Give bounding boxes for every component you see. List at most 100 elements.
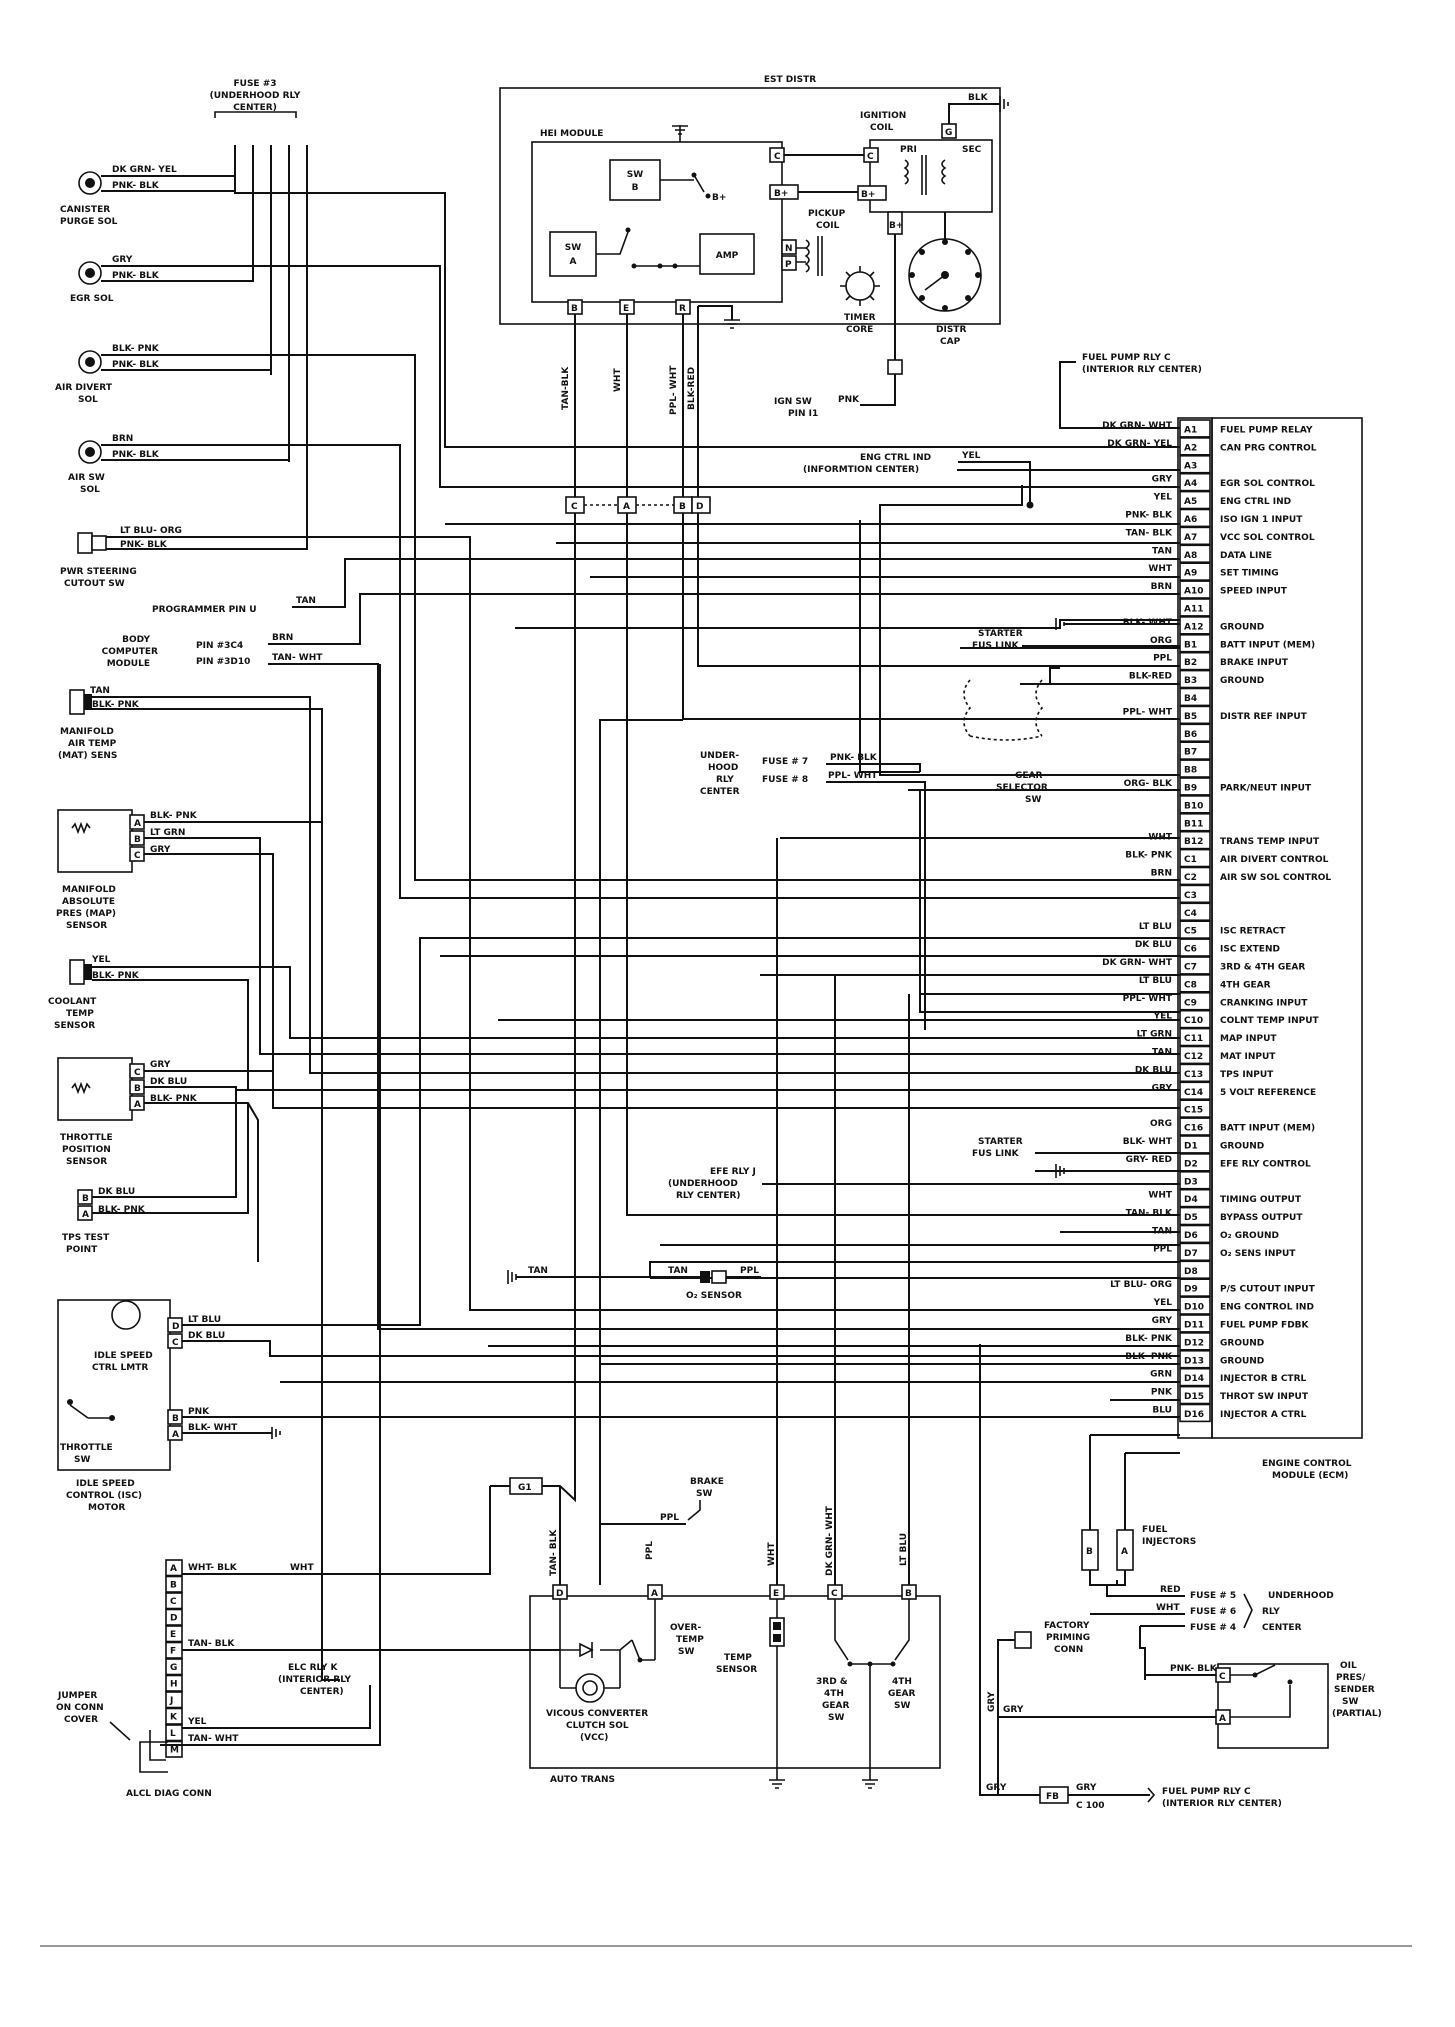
ecm-wire-label: PPL- WHT xyxy=(1123,994,1173,1004)
hei-pin-r: R xyxy=(679,304,686,314)
ecm-pin-id: B12 xyxy=(1184,837,1203,847)
sw-a-label2: A xyxy=(570,257,577,267)
inj-pin-a: A xyxy=(1121,1547,1128,1557)
oil-pin-c: C xyxy=(1219,1672,1226,1682)
underhood-label2: HOOD xyxy=(708,763,738,773)
ecm-pin-box xyxy=(1179,902,1211,921)
egr-sol: GRY PNK- BLK EGR SOL xyxy=(70,255,1180,488)
ecm-function-label: ISO IGN 1 INPUT xyxy=(1220,515,1303,525)
hei-pin-c: C xyxy=(774,152,781,162)
ecm-pin-box xyxy=(1179,1027,1211,1047)
ecm-pin-id: D15 xyxy=(1184,1392,1204,1402)
ecm-wire-label: BLK- WHT xyxy=(1123,618,1173,628)
ecm-wire-label: PPL xyxy=(1153,1244,1172,1254)
air-sw-label2: SOL xyxy=(80,485,100,495)
ecm-pin-id: A1 xyxy=(1184,425,1197,435)
ecm-wire-label: PNK- BLK xyxy=(1125,510,1173,520)
alcl-pin-id: L xyxy=(170,1729,176,1739)
fb-label: FB xyxy=(1046,1792,1059,1802)
ecm-function-label: CRANKING INPUT xyxy=(1220,998,1308,1008)
trans-pin-b: B xyxy=(905,1589,912,1599)
bcm-label1: BODY xyxy=(122,635,150,645)
coolant-temp-sensor: YEL BLK- PNK COOLANT TEMP SENSOR xyxy=(48,955,1180,1090)
hei-module-label: HEI MODULE xyxy=(540,129,603,139)
coolant-label2: TEMP xyxy=(66,1009,94,1019)
ecm-wire-label: GRY xyxy=(1152,1083,1173,1093)
ecm-wire-label: BLU xyxy=(1152,1405,1172,1415)
ecm-function-label: ENG CTRL IND xyxy=(1220,497,1291,507)
ecm-pin-id: A10 xyxy=(1184,587,1204,597)
canister-label2: PURGE SOL xyxy=(60,217,118,227)
ecm-pin-id: C9 xyxy=(1184,998,1197,1008)
ecm-pin-id: C5 xyxy=(1184,927,1197,937)
vcc-label3: (VCC) xyxy=(580,1733,608,1743)
ppl-wht-vlabel: PPL- WHT xyxy=(669,365,679,415)
ecm-pin-id: B1 xyxy=(1184,640,1197,650)
underhood-label1: UNDER- xyxy=(700,751,739,761)
alcl-pin-id: H xyxy=(170,1680,178,1690)
fuse5-label: FUSE # 5 xyxy=(1190,1591,1236,1601)
ecm-function-label: INJECTOR B CTRL xyxy=(1220,1374,1307,1384)
ecm-pin-id: C4 xyxy=(1184,909,1197,919)
alcl-pin-box xyxy=(165,1658,183,1676)
starter-fus-link-1: STARTER FUS LINK xyxy=(963,618,1180,741)
ecm-pin-id: C16 xyxy=(1184,1124,1203,1134)
ecm-wire-label: YEL xyxy=(1153,1298,1173,1308)
trans-pin-e: E xyxy=(773,1589,779,1599)
ecm-wire-label: LT GRN xyxy=(1137,1030,1172,1040)
ecm-wire-label: BRN xyxy=(1151,868,1172,878)
gear-sel-label2: SELECTOR xyxy=(996,783,1048,793)
isc-pin-c: C xyxy=(172,1338,179,1348)
pwr-steering-label1: PWR STEERING xyxy=(60,567,137,577)
ign-sw-label1: IGN SW xyxy=(774,397,812,407)
jumper-label3: COVER xyxy=(64,1715,98,1725)
o2-tan-label2: TAN xyxy=(668,1266,688,1276)
throttle-sw-wire2: BLK- WHT xyxy=(188,1423,238,1433)
distr-cap-label1: DISTR xyxy=(936,325,966,335)
map-label3: PRES (MAP) xyxy=(56,909,116,919)
map-label2: ABSOLUTE xyxy=(62,897,115,907)
ecm-wire-label: YEL xyxy=(1153,493,1173,503)
ecm-wire-label: BLK- WHT xyxy=(1123,1137,1173,1147)
oil-label2: PRES/ xyxy=(1336,1673,1366,1683)
ecm-pin-box xyxy=(1179,544,1211,563)
mid-conn-b: B xyxy=(679,502,686,512)
ecm-pin-box xyxy=(1179,1350,1211,1369)
map-wire1: BLK- PNK xyxy=(150,811,198,821)
fuse3-line3: CENTER) xyxy=(233,103,277,113)
ecm-pin-id: C8 xyxy=(1184,980,1197,990)
tps-test-point: B A DK BLU BLK- PNK TPS TEST POINT xyxy=(62,1090,249,1255)
eng-ctrl-ind-label1: ENG CTRL IND xyxy=(860,453,931,463)
ecm-pin-box xyxy=(1179,848,1211,868)
ecm-wire-label: TAN xyxy=(1152,546,1172,556)
ecm-pin-box xyxy=(1179,938,1211,957)
underhood-label3: RLY xyxy=(716,775,734,785)
hei-pin-b: B xyxy=(571,304,578,314)
hei-pin-e: E xyxy=(623,304,629,314)
ecm-pin-box xyxy=(1179,526,1211,546)
ecm-pin-id: B7 xyxy=(1184,748,1197,758)
uh-rly-label2: RLY xyxy=(1262,1607,1280,1617)
ecm-pin-id: C3 xyxy=(1184,891,1197,901)
ecm-function-label: BATT INPUT (MEM) xyxy=(1220,640,1315,650)
ign-coil-label2: COIL xyxy=(870,123,894,133)
alcl-wire-f: TAN- BLK xyxy=(188,1639,235,1649)
ecm-pin-box xyxy=(1179,562,1211,581)
alcl-label: ALCL DIAG CONN xyxy=(126,1789,212,1799)
air-divert-label1: AIR DIVERT xyxy=(55,383,113,393)
ecm-pin-id: D11 xyxy=(1184,1320,1204,1330)
ecm-pin-box xyxy=(1179,1153,1211,1172)
ecm-wire-label: BLK- PNK xyxy=(1125,851,1173,861)
ecm-pin-box xyxy=(1179,991,1211,1011)
isc-motor: D C LT BLU DK BLU IDLE SPEED CTRL LMTR B… xyxy=(57,937,1180,1513)
ecm-pin-id: C6 xyxy=(1184,945,1197,955)
ecm-pin-box xyxy=(1179,508,1211,528)
tps-test-wire1: DK BLU xyxy=(98,1187,135,1197)
alcl-pin-id: A xyxy=(170,1564,177,1574)
vcc-label2: CLUTCH SOL xyxy=(566,1721,629,1731)
alcl-wire-a2: WHT xyxy=(290,1563,314,1573)
ecm-pin-id: B4 xyxy=(1184,694,1197,704)
ecm-pin-box xyxy=(1179,830,1211,850)
ecm-pin-box xyxy=(1179,437,1211,456)
